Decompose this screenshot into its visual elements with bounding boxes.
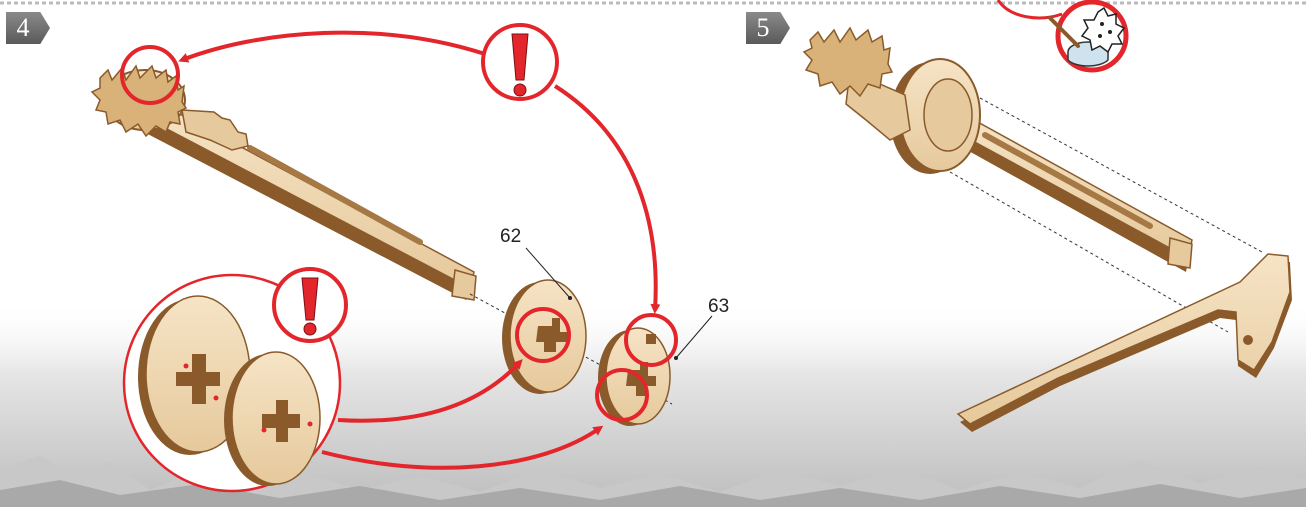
- arrow-to-disc-63: [555, 86, 656, 310]
- shaft-with-disc: [804, 28, 1192, 272]
- exclamation-icon: [483, 25, 557, 99]
- step-badge-4: 4: [6, 12, 50, 44]
- step-number: 5: [746, 12, 780, 44]
- step-badge-5: 5: [746, 12, 790, 44]
- arrow-to-gear-head: [182, 33, 485, 60]
- step-number: 4: [6, 12, 40, 44]
- glue-pot-icon: [998, 0, 1126, 70]
- part-label-62: 62: [500, 226, 521, 248]
- disc-63: [598, 328, 670, 426]
- exclamation-icon: [274, 269, 346, 341]
- disc-62: [502, 280, 586, 394]
- part-label-63: 63: [708, 296, 729, 318]
